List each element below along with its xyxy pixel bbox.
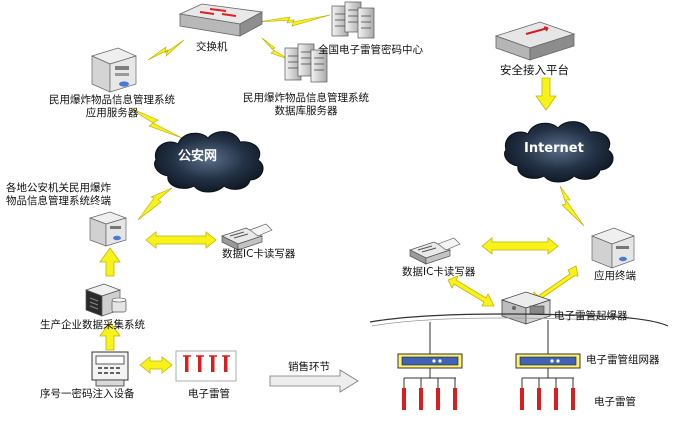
terminal-label-line1: 各地公安机关民用爆炸	[6, 182, 111, 194]
police-net-cloud	[154, 131, 264, 193]
arrow-platform-internet	[535, 77, 557, 111]
exploder-label: 电子雷管起爆器	[554, 310, 628, 322]
arrow-injector-detonator	[139, 356, 173, 374]
app-server-label-line1: 民用爆炸物品信息管理系统	[49, 94, 175, 106]
sales-label: 销售环节	[288, 361, 330, 373]
db-server-label-line2: 数据库服务器	[274, 105, 338, 117]
injector-label: 序号一密码注入设备	[40, 388, 135, 400]
ic-reader-left-label: 数据IC卡读写器	[222, 248, 296, 260]
ic-reader-right-icon	[409, 237, 461, 265]
detonator-left-label: 电子雷管	[188, 388, 230, 400]
bolt-cloud-terminal	[137, 187, 173, 221]
arrow-reader-appterminal	[481, 237, 559, 255]
bus-line-inner	[371, 317, 599, 327]
bus-line	[369, 313, 669, 327]
police-net-label: 公安网	[178, 149, 218, 164]
arrow-terminal-reader-left	[145, 231, 217, 249]
app-terminal-pc-icon	[591, 227, 635, 269]
ic-reader-right-label: 数据IC卡读写器	[402, 266, 476, 278]
arrow-injector-production	[99, 321, 121, 351]
national-center-label: 全国电子雷管密码中心	[318, 44, 423, 56]
sales-arrow	[269, 369, 359, 393]
production-server-icon	[84, 283, 127, 317]
bolt-cloud-apptermal	[559, 185, 585, 227]
db-server-label: 民用爆炸物品信息管理系统 数据库服务器	[222, 92, 390, 118]
detonators-right-icon	[403, 368, 574, 388]
terminal-pc-icon	[88, 211, 128, 247]
national-center-servers-icon	[331, 1, 375, 39]
production-system-label: 生产企业数据采集系统	[40, 319, 145, 331]
networker-left-icon	[397, 322, 463, 369]
detonator-red-tubes	[402, 388, 575, 410]
internet-label: Internet	[524, 141, 584, 156]
bolt-appserver-switch	[147, 39, 185, 61]
ic-reader-left-icon	[221, 223, 273, 251]
detonators-left-icon	[175, 350, 237, 382]
app-server-icon	[91, 47, 137, 93]
terminal-label: 各地公安机关民用爆炸 物品信息管理系统终端	[6, 182, 111, 208]
switch-icon	[178, 3, 264, 37]
app-terminal-label: 应用终端	[594, 270, 636, 282]
arrow-production-terminal	[99, 247, 121, 277]
app-server-label: 民用爆炸物品信息管理系统 应用服务器	[28, 94, 196, 120]
db-server-label-line1: 民用爆炸物品信息管理系统	[243, 92, 369, 104]
internet-cloud	[504, 121, 614, 183]
terminal-label-line2: 物品信息管理系统终端	[6, 195, 111, 207]
db-server-icon	[284, 43, 328, 83]
networker-label: 电子雷管组网器	[586, 354, 660, 366]
arrow-reader-exploder	[447, 275, 495, 307]
bolt-switch-center	[257, 14, 331, 27]
injector-device-icon	[91, 351, 129, 387]
secure-platform-icon	[494, 21, 576, 61]
app-server-label-line2: 应用服务器	[85, 107, 139, 119]
secure-platform-label: 安全接入平台	[500, 63, 569, 77]
switch-label: 交换机	[196, 41, 228, 53]
networker-right-icon	[515, 320, 581, 369]
detonator-right-label: 电子雷管	[594, 396, 636, 408]
yellow-arrows	[99, 77, 579, 374]
